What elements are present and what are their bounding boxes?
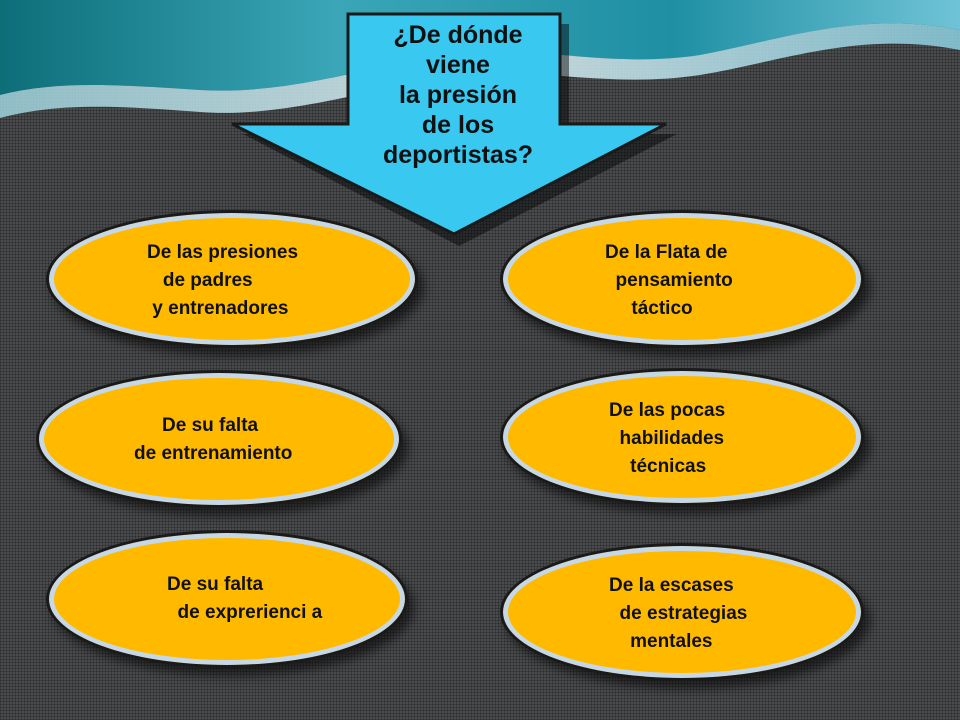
- bubble-line: de exprerienci a: [167, 602, 323, 623]
- question-line-4: de los: [421, 111, 495, 139]
- question-text: ¿De dónde viene la presión de los deport…: [350, 20, 566, 170]
- question-line-3: la presión: [398, 81, 518, 109]
- bubble-line: De las pocas: [609, 400, 726, 421]
- bubble-line: De la Flata de: [605, 242, 728, 263]
- bubble-line: técnicas: [609, 456, 707, 477]
- bubble-label: De las presiones de padres y entrenadore…: [147, 239, 298, 323]
- bubble-line: y entrenadores: [147, 298, 289, 319]
- question-arrow: [231, 12, 677, 246]
- bubble-lack-of-experience: De su falta de exprerienci a: [46, 530, 408, 668]
- bubble-label: De la Flata de pensamiento táctico: [605, 239, 733, 323]
- bubble-mental-strategies: De la escases de estrategias mentales: [500, 543, 864, 681]
- question-line-2: viene: [426, 51, 490, 79]
- question-line-1: ¿De dónde: [393, 21, 523, 49]
- bubble-lack-of-training: De su falta de entrenamiento: [36, 370, 402, 508]
- bubble-line: De las presiones: [147, 242, 299, 263]
- bubble-label: De las pocas habilidades técnicas: [609, 397, 725, 481]
- bubble-tactical-thinking: De la Flata de pensamiento táctico: [500, 210, 864, 348]
- bubble-line: de padres: [147, 270, 253, 291]
- bubble-label: De su falta de exprerienci a: [167, 571, 322, 627]
- bubble-technical-skills: De las pocas habilidades técnicas: [500, 368, 864, 506]
- bubble-line: pensamiento: [605, 270, 733, 291]
- bubble-line: De su falta: [162, 415, 259, 436]
- bubble-line: De la escases: [609, 575, 734, 596]
- bubble-line: De su falta: [167, 574, 264, 595]
- bubble-label: De la escases de estrategias mentales: [609, 572, 747, 656]
- bubble-line: mentales: [609, 631, 713, 652]
- bubble-line: de estrategias: [609, 603, 748, 624]
- bubble-label: De su falta de entrenamiento: [134, 412, 292, 468]
- bubble-pressures-parents-coaches: De las presiones de padres y entrenadore…: [46, 210, 418, 348]
- bubble-line: táctico: [605, 298, 693, 319]
- bubble-line: de entrenamiento: [134, 443, 293, 464]
- bubble-line: habilidades: [609, 428, 725, 449]
- question-line-5: deportistas?: [382, 141, 534, 169]
